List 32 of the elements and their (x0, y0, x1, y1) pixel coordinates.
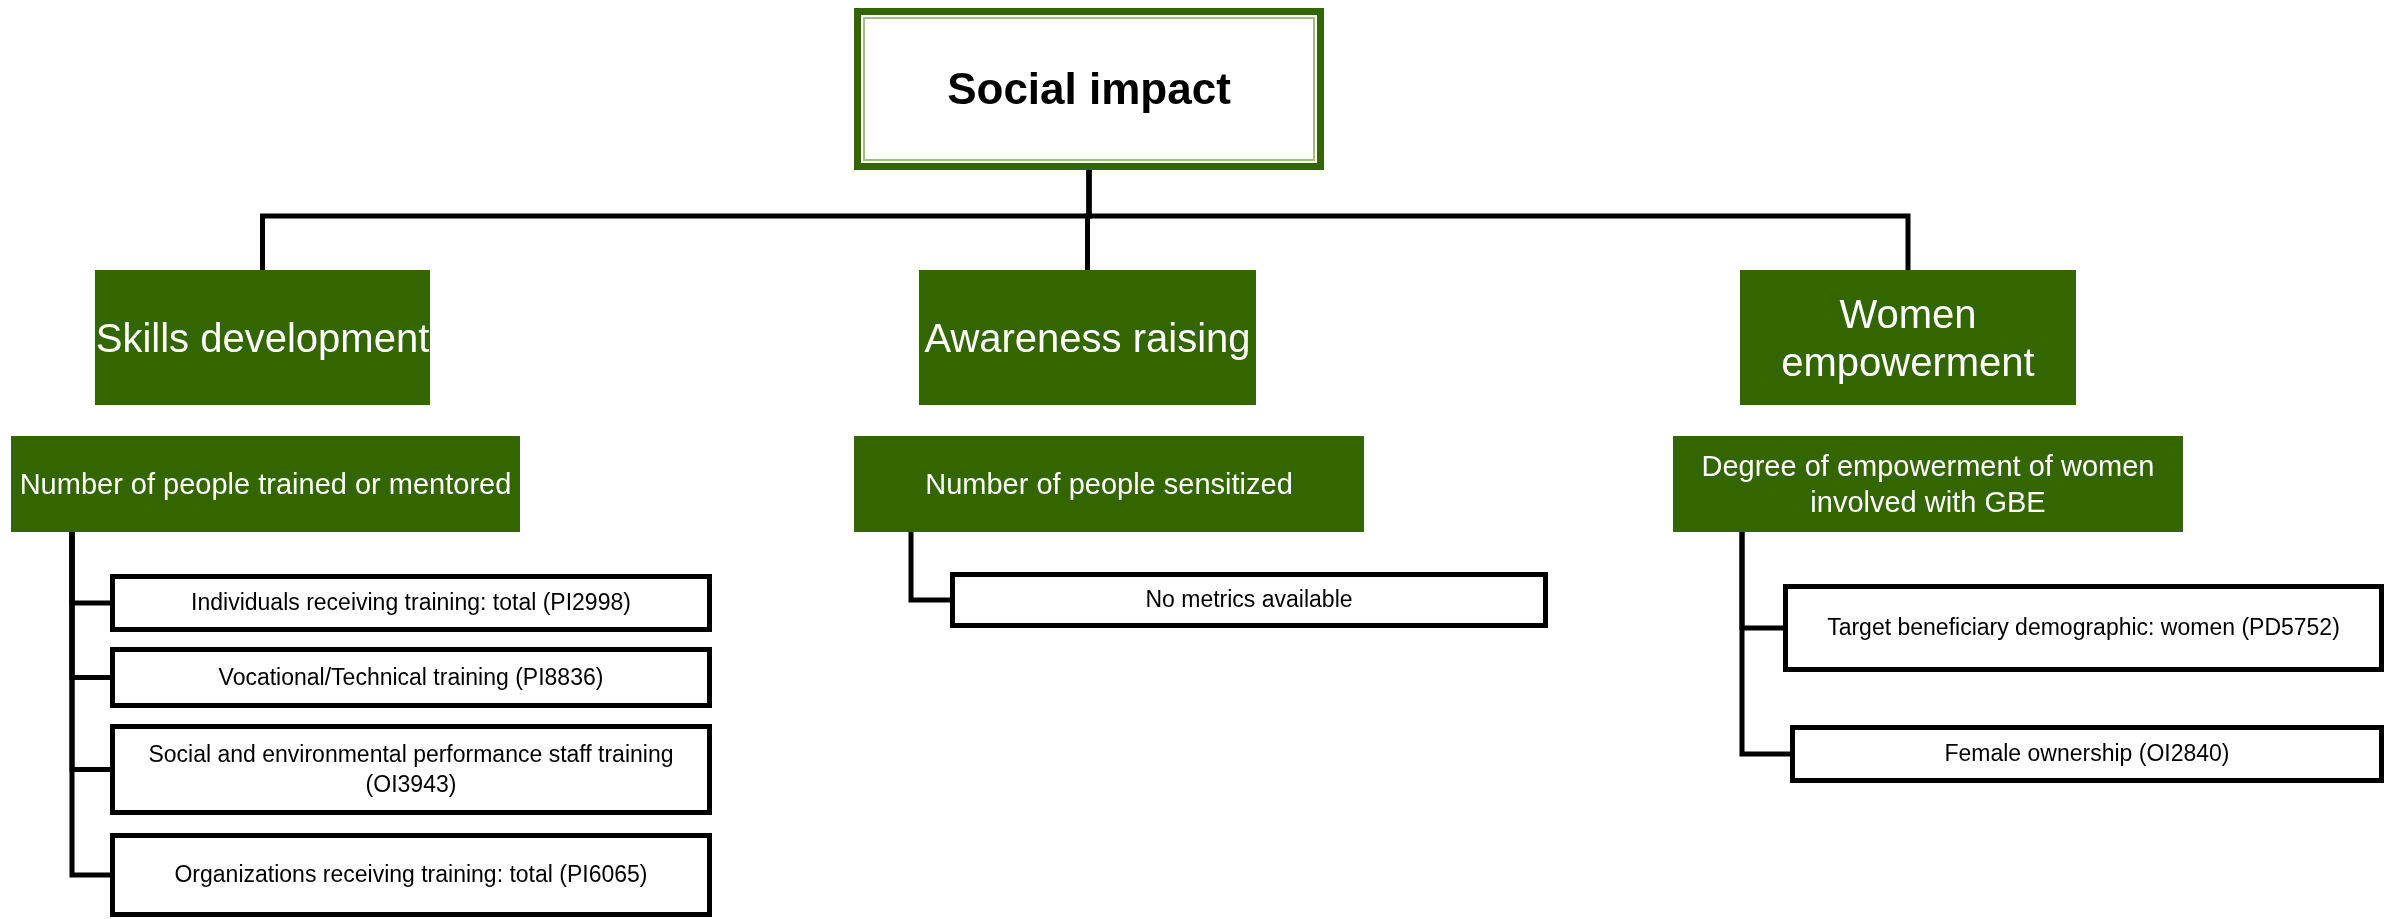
node-label: Social impact (947, 64, 1231, 114)
node-label: Vocational/Technical training (PI8836) (218, 662, 604, 692)
metric-box (1673, 436, 2183, 532)
node-label: Number of people trained or mentored (19, 466, 512, 502)
node-label: Awareness raising (924, 314, 1251, 362)
indicator-box (110, 833, 712, 917)
node-label: Number of people sensitized (925, 466, 1293, 502)
metric-box (11, 436, 520, 532)
node-label: Target beneficiary demographic: women (PD5752) (1827, 613, 2340, 643)
metric-box (854, 436, 1364, 532)
node-label: Social and environmental performance staff training (OI3943) (147, 739, 675, 799)
root-box (854, 8, 1324, 170)
node-label: Skills development (95, 314, 430, 362)
node-label: Individuals receiving training: total (PI2998) (191, 588, 631, 618)
node-label: Women empowerment (1780, 290, 2036, 386)
category-box (95, 270, 430, 405)
indicator-box (110, 724, 712, 815)
indicator-box (950, 572, 1548, 628)
indicator-box (1783, 584, 2384, 672)
connector-line (1086, 170, 1911, 270)
indicator-box (110, 574, 712, 632)
node-label: Degree of empowerment of women involved with GBE (1700, 448, 2156, 520)
indicator-box (110, 647, 712, 708)
connector-line (908, 532, 950, 603)
category-box (919, 270, 1256, 405)
category-box (1740, 270, 2076, 405)
node-label: No metrics available (1145, 585, 1353, 615)
node-label: Female ownership (OI2840) (1944, 739, 2230, 769)
indicator-box (1790, 725, 2384, 783)
connector-line (1739, 532, 1790, 757)
node-label: Organizations receiving training: total (PI6065) (174, 860, 648, 890)
connector-line (69, 532, 110, 878)
